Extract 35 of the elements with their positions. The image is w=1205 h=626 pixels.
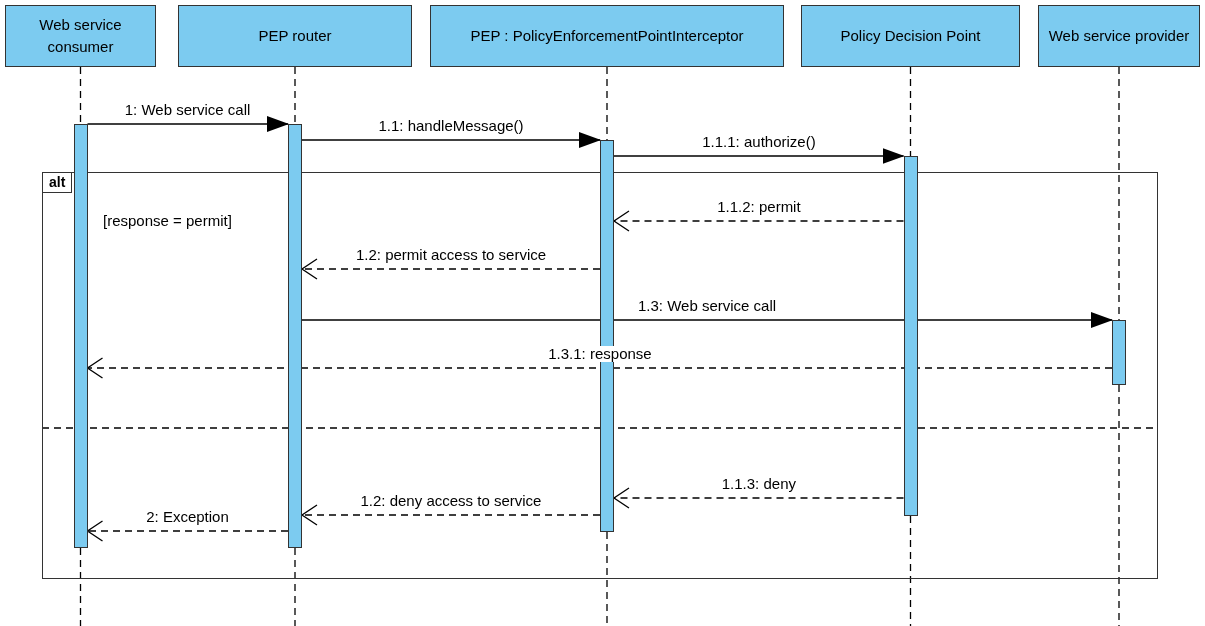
message-label: 1.1.2: permit bbox=[715, 199, 803, 215]
message-label: 1.2: permit access to service bbox=[354, 247, 549, 263]
lifeline-head: PEP router bbox=[178, 5, 412, 67]
guard-condition: [response = permit] bbox=[101, 213, 234, 229]
activation-bar bbox=[288, 124, 302, 548]
activation-bar bbox=[73, 124, 88, 548]
message-label: 1.1.3: deny bbox=[719, 476, 798, 492]
lifeline bbox=[79, 66, 82, 125]
message-label: 1.3: Web service call bbox=[636, 298, 779, 314]
lifeline bbox=[294, 66, 296, 125]
message-label: 2: Exception bbox=[144, 509, 231, 525]
return-message-arrow bbox=[613, 210, 905, 232]
activation-bar bbox=[1111, 319, 1126, 385]
return-message-arrow bbox=[613, 487, 905, 509]
lifeline-head: Policy Decision Point bbox=[801, 5, 1020, 67]
message-label: 1.1: handleMessage() bbox=[376, 118, 526, 134]
lifeline bbox=[909, 66, 912, 157]
lifeline bbox=[606, 66, 608, 141]
fragment-operator: alt bbox=[43, 173, 73, 193]
return-message-arrow bbox=[86, 520, 289, 542]
return-message-arrow bbox=[301, 504, 601, 526]
message-label: 1.1.1: authorize() bbox=[700, 134, 818, 150]
return-message-arrow bbox=[301, 258, 601, 280]
return-message-arrow bbox=[86, 357, 1113, 379]
message-arrow bbox=[86, 116, 289, 132]
message-arrow bbox=[301, 312, 1113, 328]
message-label: 1.2: deny access to service bbox=[358, 493, 544, 509]
lifeline bbox=[1118, 66, 1120, 321]
message-label: 1: Web service call bbox=[122, 102, 253, 118]
message-arrow bbox=[613, 148, 905, 164]
lifeline-head: Web service consumer bbox=[5, 5, 156, 67]
message-label: 1.3.1: response bbox=[546, 346, 654, 362]
message-arrow bbox=[301, 132, 601, 148]
lifeline-head: PEP : PolicyEnforcementPointInterceptor bbox=[430, 5, 784, 67]
lifeline-head: Web service provider bbox=[1038, 5, 1200, 67]
